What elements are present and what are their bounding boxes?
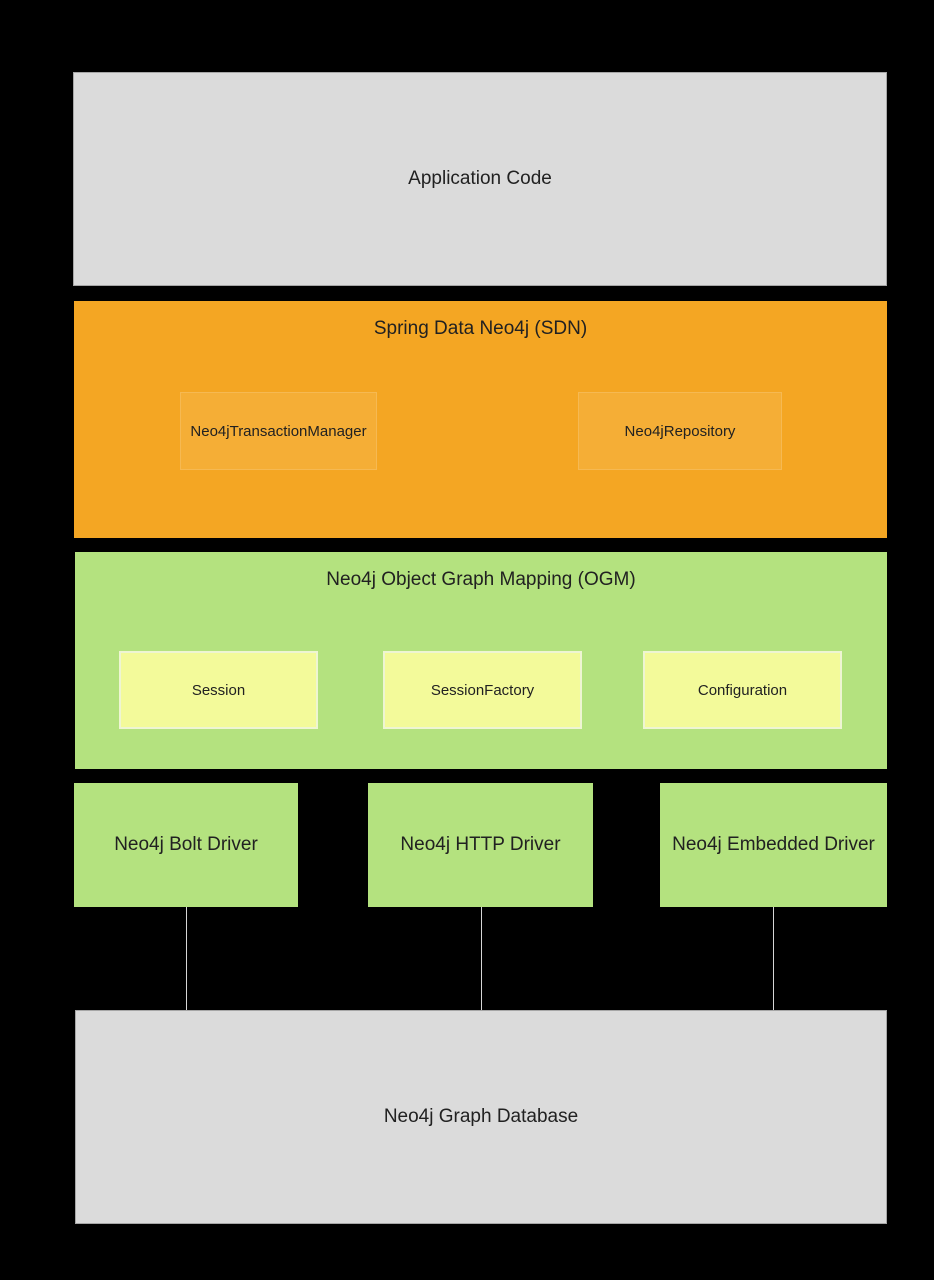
ogm-layer-title: Neo4j Object Graph Mapping (OGM) xyxy=(326,569,636,590)
bolt-driver-label: Neo4j Bolt Driver xyxy=(114,834,258,855)
http-driver-label: Neo4j HTTP Driver xyxy=(400,834,561,855)
ogm-layer-box: Neo4j Object Graph Mapping (OGM) Session… xyxy=(75,552,887,769)
configuration-box: Configuration xyxy=(643,651,842,729)
bolt-driver-connector-line xyxy=(186,907,187,1010)
embedded-driver-connector-line xyxy=(773,907,774,1010)
graph-database-box: Neo4j Graph Database xyxy=(75,1010,887,1224)
embedded-driver-label: Neo4j Embedded Driver xyxy=(672,834,875,855)
session-factory-box: SessionFactory xyxy=(383,651,582,729)
sdn-layer-box: Spring Data Neo4j (SDN) Neo4jTransaction… xyxy=(74,301,887,538)
graph-database-label: Neo4j Graph Database xyxy=(383,1106,579,1127)
transaction-manager-label: Neo4jTransactionManager xyxy=(190,422,367,440)
bolt-driver-box: Neo4j Bolt Driver xyxy=(74,783,298,907)
transaction-manager-box: Neo4jTransactionManager xyxy=(180,392,377,470)
session-factory-label: SessionFactory xyxy=(430,681,535,699)
http-driver-box: Neo4j HTTP Driver xyxy=(368,783,593,907)
sdn-layer-title: Spring Data Neo4j (SDN) xyxy=(373,318,588,339)
repository-label: Neo4jRepository xyxy=(624,422,736,440)
application-code-box: Application Code xyxy=(73,72,887,286)
embedded-driver-box: Neo4j Embedded Driver xyxy=(660,783,887,907)
session-label: Session xyxy=(191,681,246,699)
http-driver-connector-line xyxy=(481,907,482,1010)
configuration-label: Configuration xyxy=(697,681,788,699)
repository-box: Neo4jRepository xyxy=(578,392,782,470)
application-code-label: Application Code xyxy=(408,168,552,189)
session-box: Session xyxy=(119,651,318,729)
